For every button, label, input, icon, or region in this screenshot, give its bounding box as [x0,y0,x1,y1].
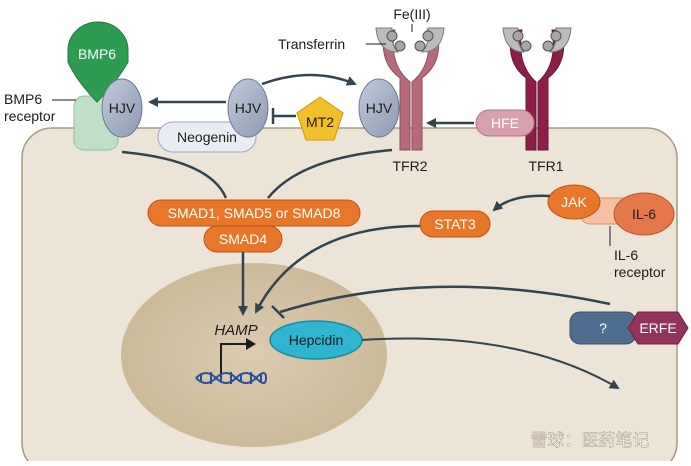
jak-label: JAK [561,194,587,210]
arrow-hjv-shuttle [261,73,357,86]
transferrin [375,27,445,53]
unknown-label: ? [599,320,607,336]
stat3-label: STAT3 [434,216,476,232]
watermark: 雪球：医药笔记 [531,431,650,450]
bmp6-receptor-label-line1: BMP6 [4,91,42,107]
dna-helix [195,372,267,384]
tfr2-label: TFR2 [393,158,428,174]
hamp-promoter-arrow [220,343,248,378]
mt2-label: MT2 [306,114,334,130]
il6-receptor-label-line1: IL-6 [614,247,638,263]
smad4-label: SMAD4 [219,231,267,247]
neogenin [157,121,257,153]
hjv-label-1: HJV [109,100,136,116]
signal-tfr2-to-smad [267,148,393,199]
arrow-hepcidin-export [361,337,620,390]
stat3 [419,210,491,238]
bmp6-receptor-label-line2: receptor [4,108,56,124]
hjv-label-3: HJV [366,100,393,116]
bmp6-label: BMP6 [78,46,116,62]
mt2 [296,96,344,141]
erfe [627,311,689,345]
smad158-label: SMAD1, SMAD5 or SMAD8 [168,205,341,221]
hepcidin-label: Hepcidin [289,332,343,348]
arrow-stat3-to-hamp [254,224,421,314]
transferrin-label: Transferrin [278,36,345,52]
transferrin-tfr1 [502,27,572,53]
hjv-neogenin-bound [227,78,269,138]
hamp-promoter-head [246,338,256,350]
fe-label: Fe(III) [393,6,430,22]
hjv-receptor-bound [101,78,143,138]
hjv-tfr2-bound [358,78,400,138]
hfe-label: HFE [491,115,519,131]
jak [547,184,601,220]
hfe [475,109,535,137]
erfe-label: ERFE [639,320,676,336]
neogenin-label: Neogenin [177,129,237,145]
hjv-label-2: HJV [235,100,262,116]
arrow-jak-to-stat3 [492,194,551,212]
inhibit-bar-hamp [271,305,285,319]
signal-receptor-to-smad [121,150,228,199]
hamp-label: HAMP [214,322,257,339]
tfr1-label: TFR1 [529,158,564,174]
il6 [613,192,675,236]
inhibit-erfe-to-hamp [279,285,611,314]
il6-receptor-label-line2: receptor [614,264,666,280]
il6-label: IL-6 [632,206,656,222]
nucleus [121,263,387,447]
